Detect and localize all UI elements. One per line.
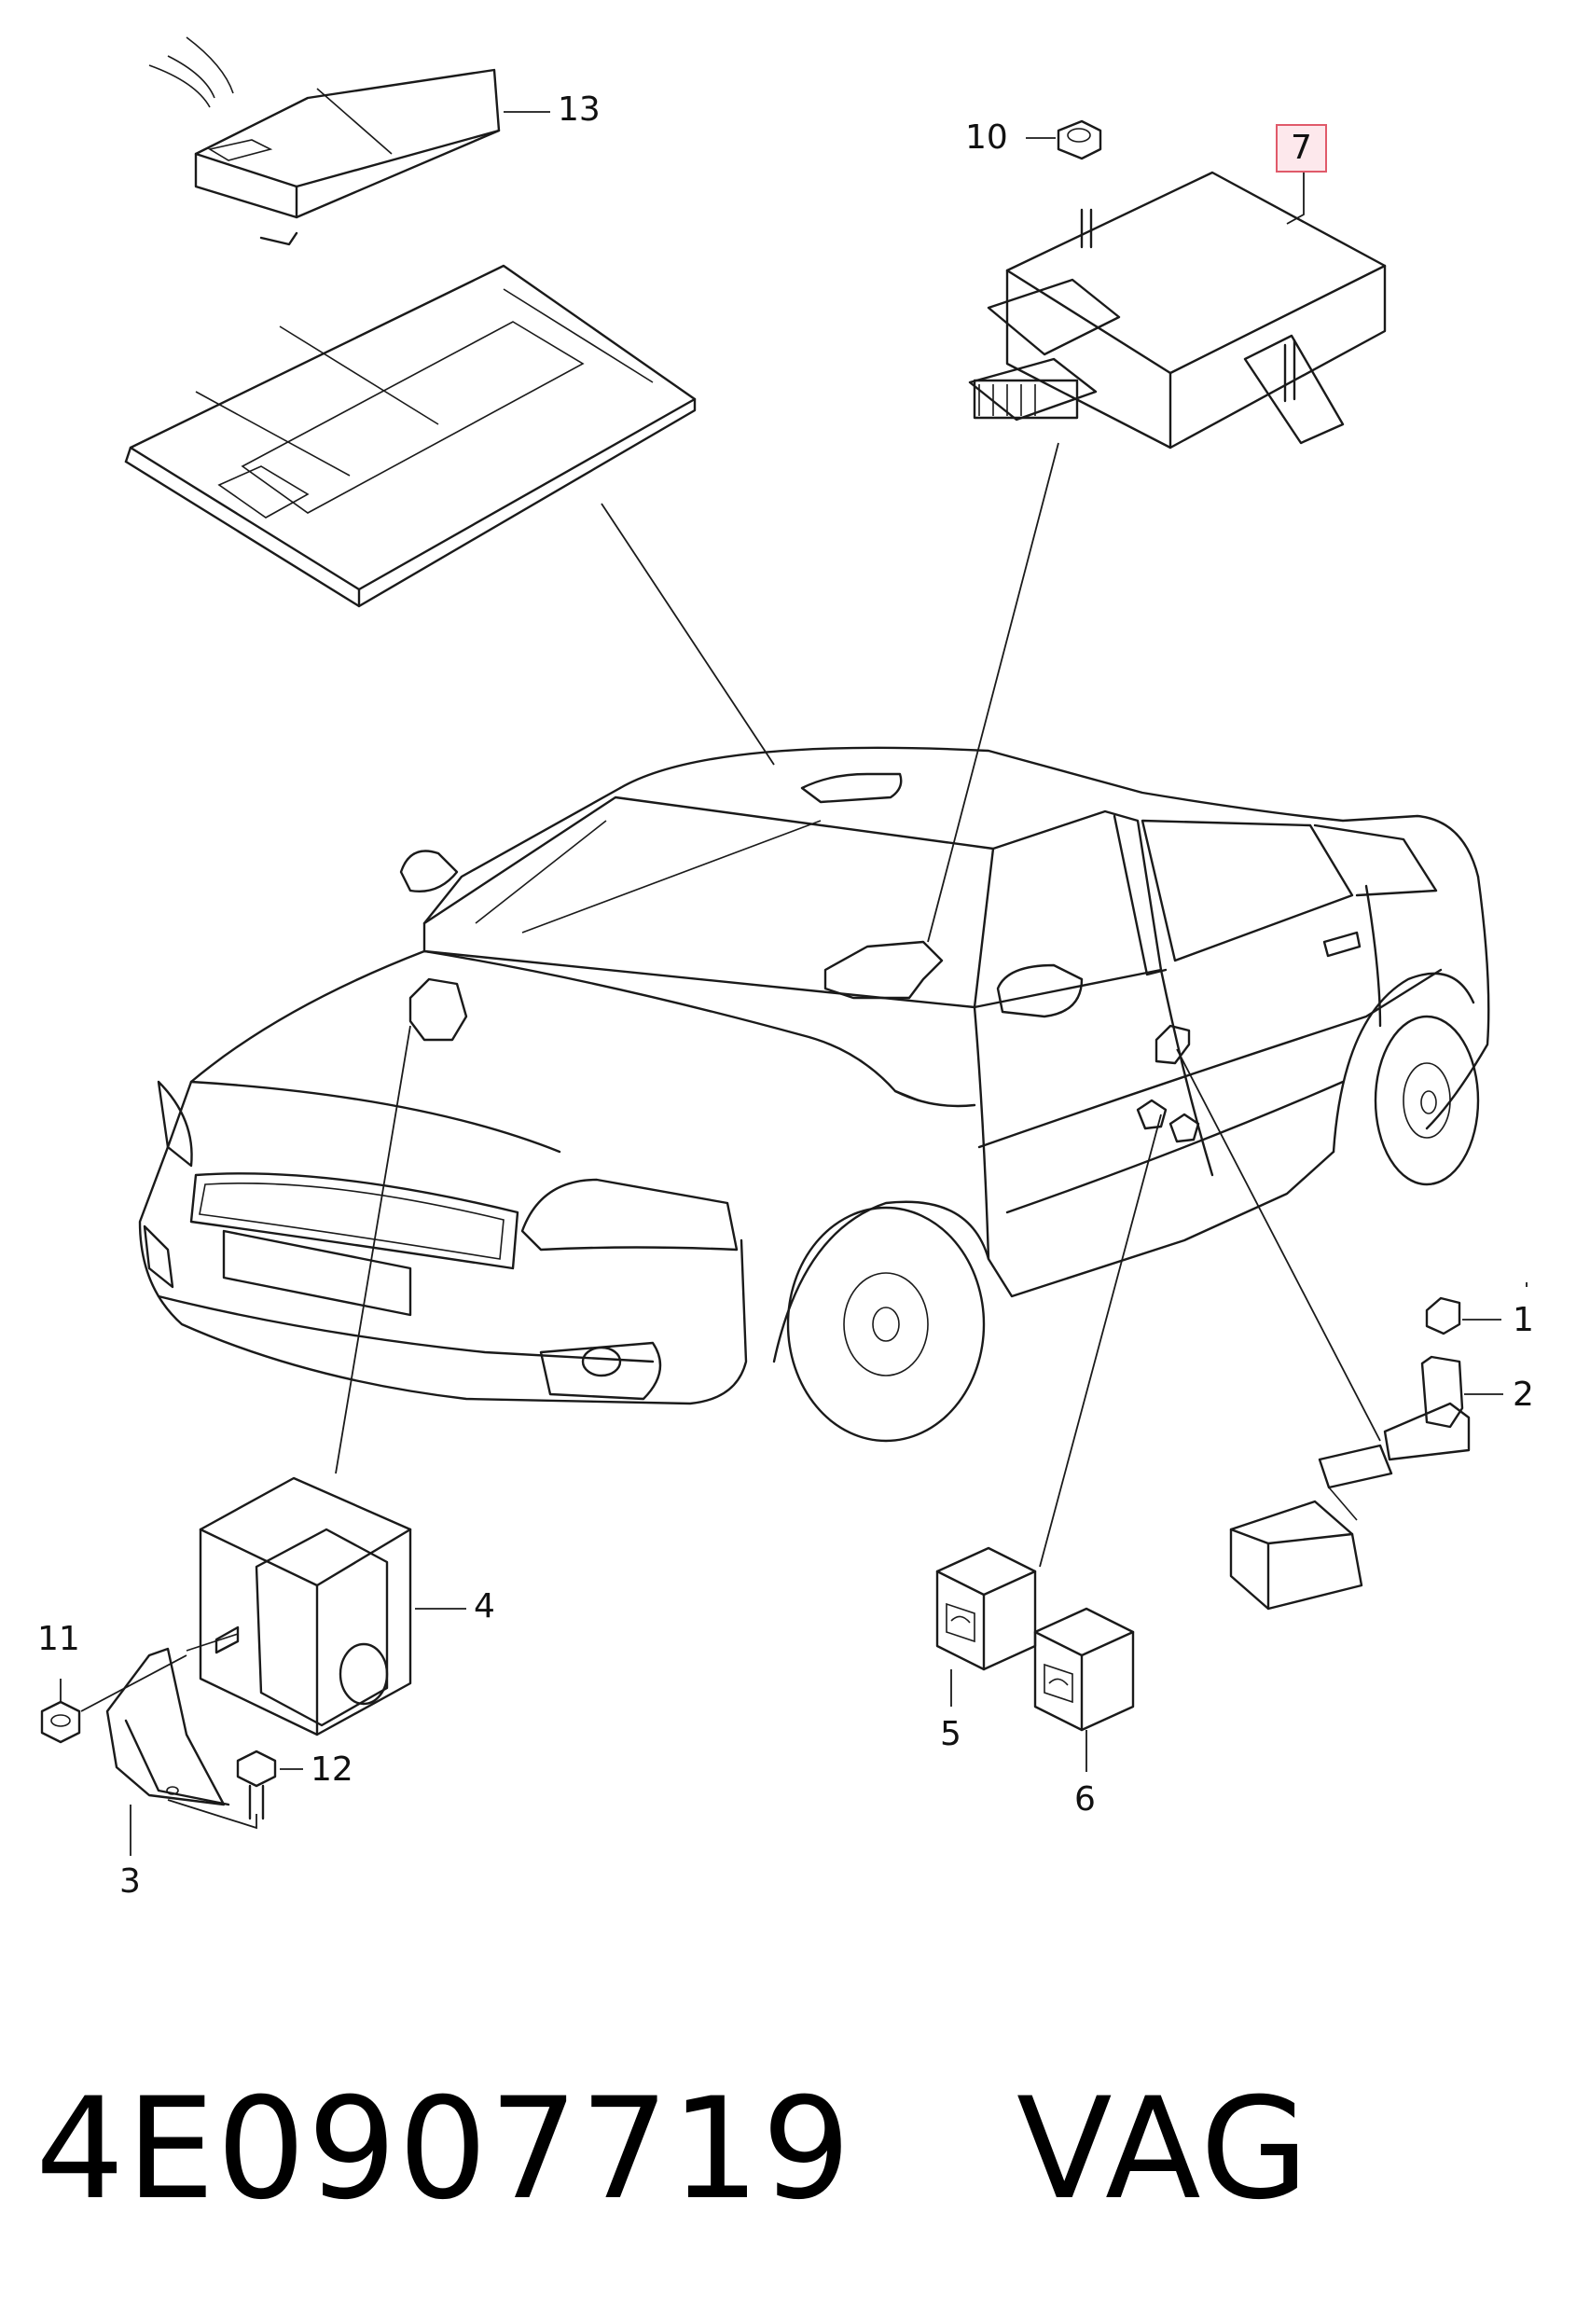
callout-11: 11 xyxy=(37,1620,80,1658)
part-number: 4E0907719 xyxy=(35,2068,853,2231)
car-body xyxy=(138,746,1490,1443)
callout-2: 2 xyxy=(1513,1376,1534,1414)
leader-lines xyxy=(60,111,1528,1856)
antenna-panel xyxy=(124,264,697,608)
part-3-bracket xyxy=(105,1625,240,1806)
part-10-nut xyxy=(1057,119,1102,160)
callout-7: 7 xyxy=(1276,124,1327,173)
marker-dash xyxy=(823,940,944,1000)
callout-4: 4 xyxy=(474,1587,495,1625)
marker-hood xyxy=(408,977,468,1042)
marker-switch-6 xyxy=(1168,1113,1200,1143)
callout-13: 13 xyxy=(558,90,601,129)
callout-3: 3 xyxy=(119,1862,141,1901)
callout-6: 6 xyxy=(1074,1780,1096,1819)
marker-roof xyxy=(800,772,903,804)
part-12-bolt xyxy=(236,1750,277,1820)
brand-label: VAG xyxy=(1016,2068,1311,2231)
callout-10: 10 xyxy=(965,118,1008,157)
part-6-switch xyxy=(1033,1607,1135,1732)
part-11-nut xyxy=(40,1700,81,1744)
part-1-cap xyxy=(1425,1296,1461,1335)
marker-switch-5 xyxy=(1136,1099,1168,1130)
callout-1: 1 xyxy=(1513,1301,1534,1339)
part-13-module xyxy=(148,36,501,246)
part-2-sensor xyxy=(1229,1355,1471,1611)
part-5-switch xyxy=(935,1546,1037,1671)
callout-12: 12 xyxy=(311,1750,353,1789)
part-7-control-unit xyxy=(968,171,1387,450)
marker-door xyxy=(1154,1024,1191,1065)
callout-5: 5 xyxy=(940,1715,961,1753)
part-4-module xyxy=(199,1476,412,1736)
